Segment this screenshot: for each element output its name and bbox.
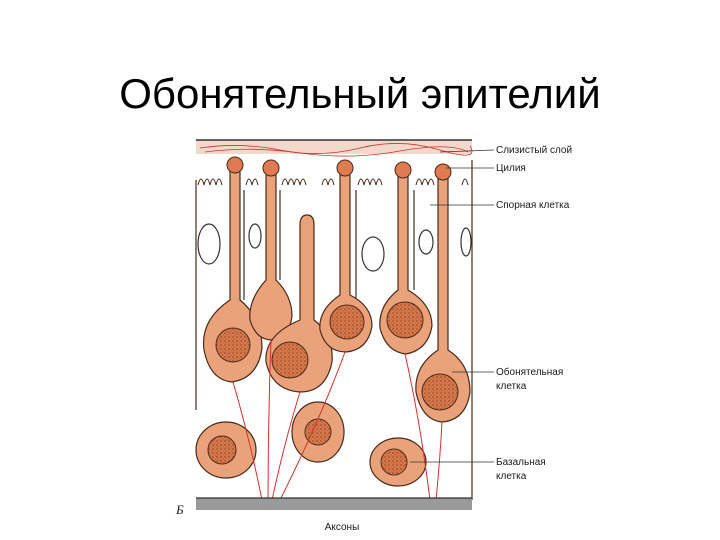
label-olfactory-cell-2: клетка: [496, 381, 527, 392]
vacuole: [248, 223, 262, 249]
basal-cell: [369, 437, 427, 487]
label-cilia: Цилия: [496, 163, 526, 174]
supporting-cell-vacuoles: [197, 223, 472, 272]
label-basal-cell-2: клетка: [496, 471, 527, 482]
olfactory-cell: [319, 159, 373, 353]
label-olfactory-cell-1: Обонятельная: [496, 366, 563, 378]
label-support-cell: Спорная клетка: [496, 200, 570, 211]
olfactory-cell: [379, 161, 433, 355]
basal-cell: [195, 421, 257, 479]
supporting-cells: [195, 160, 473, 500]
basal-cell: [291, 401, 345, 463]
basal-cells: [195, 401, 427, 487]
olfactory-cell: [415, 163, 471, 423]
olfactory-cells: [202, 156, 471, 423]
vacuole: [361, 236, 385, 272]
vacuole: [460, 227, 472, 257]
olfactory-cell: [265, 214, 333, 393]
slide-title: Обонятельный эпителий: [119, 70, 601, 117]
olfactory-cell: [249, 159, 293, 341]
label-mucus-layer: Слизистый слой: [496, 145, 572, 156]
microvilli: [197, 178, 469, 186]
leader-lines: [410, 149, 495, 463]
mucus-layer: [196, 139, 473, 157]
figure-letter: Б: [175, 502, 184, 517]
olfactory-cell: [202, 156, 263, 383]
vacuole: [418, 229, 434, 255]
basement-membrane: [196, 497, 472, 510]
vacuole: [197, 223, 221, 265]
label-axons: Аксоны: [325, 522, 360, 533]
axons: [232, 339, 443, 501]
label-basal-cell-1: Базальная: [496, 457, 546, 468]
